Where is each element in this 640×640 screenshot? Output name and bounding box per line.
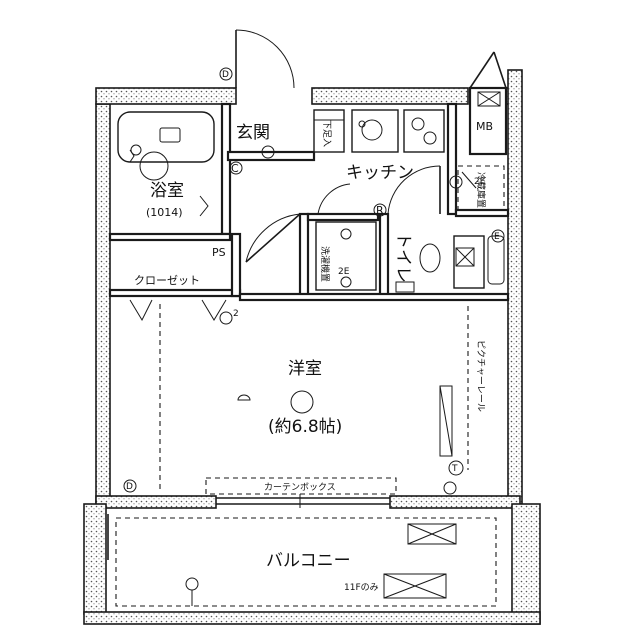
aircon-outdoor-unit-icon (407, 523, 457, 545)
doors (107, 29, 507, 560)
kitchen-sink (351, 109, 399, 153)
floor-note: 11Fのみ (344, 582, 379, 593)
balcony-label: バルコニー (266, 551, 351, 571)
balcony-hatch-icon (383, 573, 447, 599)
laundry-label: 洗濯機置 (319, 246, 331, 282)
mark-d-top: D (222, 70, 229, 80)
interior-walls (108, 86, 510, 302)
genkan-light-icon (261, 145, 275, 159)
num-2e-kitchen: 2E (474, 177, 486, 187)
getabako-label: 下足入 (321, 120, 332, 147)
mark-d-balcony: D (126, 482, 133, 492)
bath-exhaust-icon (130, 144, 142, 156)
youshitsu-size: (約6.8帖) (268, 417, 342, 437)
mark-t: T (451, 464, 458, 474)
ceiling-light-icon (237, 390, 314, 414)
getabako-shoe-cabinet (313, 109, 345, 153)
aircon-indoor-icon (439, 385, 453, 457)
outlet-icons (123, 67, 505, 495)
mb-label: MB (476, 120, 493, 133)
curtain-box-label: カーテンボックス (264, 482, 336, 493)
mark-e: E (494, 232, 500, 242)
num-2e-laundry: 2E (338, 267, 350, 277)
kitchen-label: キッチン (346, 163, 414, 183)
laundry-pan (315, 221, 377, 291)
drain-icon (185, 577, 199, 606)
toilet-label: トイレ (393, 232, 413, 283)
fridge-label: 冷蔵庫置 (475, 172, 487, 208)
mb-cross-icon (477, 91, 501, 107)
closet-label: クローゼット (134, 274, 200, 287)
ps-label: PS (212, 246, 226, 259)
genkan-label: 玄関 (236, 123, 270, 143)
num-2: 2 (233, 309, 239, 319)
picture-rail-label: ピクチャーレール (475, 340, 486, 412)
youshitsu-label: 洋室 (288, 359, 322, 379)
guides (115, 304, 497, 607)
mark-c: C (231, 162, 239, 175)
bath-size: (1014) (146, 206, 183, 219)
bathtub (117, 111, 215, 181)
mark-r: R (376, 204, 384, 217)
toilet-icon (395, 235, 505, 293)
bath-label: 浴室 (150, 181, 184, 201)
exterior-walls (83, 69, 541, 625)
stove-icon (403, 109, 445, 153)
